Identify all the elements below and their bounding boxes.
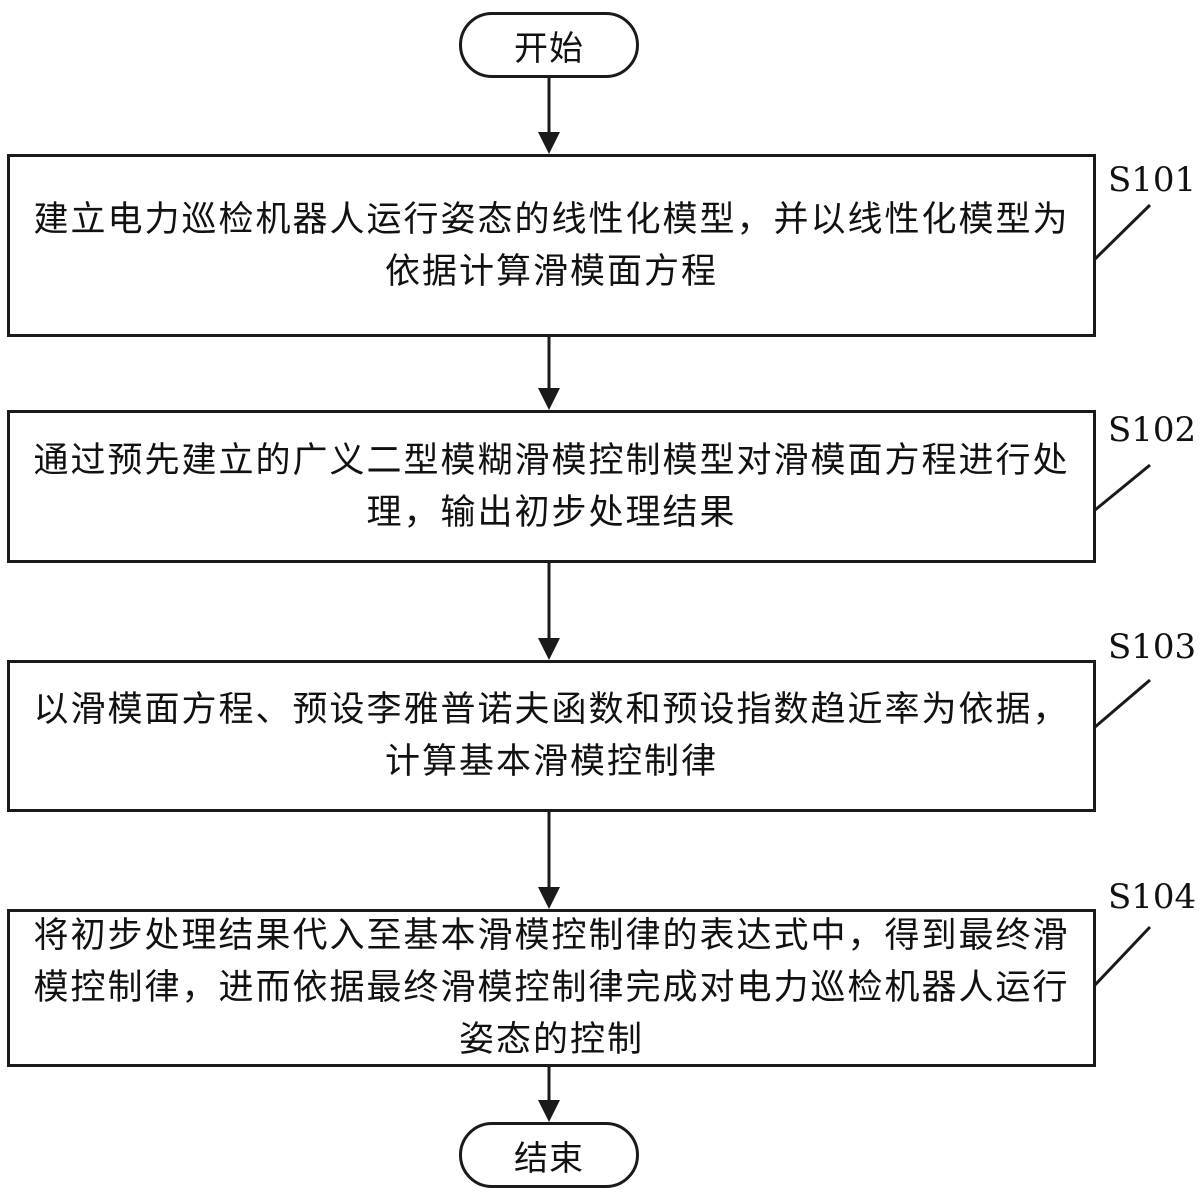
leader-line-s101 (1093, 203, 1152, 261)
leader-line-s102 (1094, 463, 1151, 512)
arrow-s102-to-s103 (538, 563, 560, 660)
start-terminal: 开始 (459, 12, 639, 78)
arrow-s103-to-s104 (538, 812, 560, 909)
step-s102-label: S102 (1108, 410, 1197, 450)
step-s102-box: 通过预先建立的广义二型模糊滑模控制模型对滑模面方程进行处理，输出初步处理结果 (7, 410, 1096, 563)
step-s101-text: 建立电力巡检机器人运行姿态的线性化模型，并以线性化模型为依据计算滑模面方程 (33, 199, 1070, 292)
step-s103-label: S103 (1108, 627, 1197, 667)
leader-line-s103 (1094, 678, 1151, 729)
arrow-s104-to-end (538, 1067, 560, 1122)
step-s103-box: 以滑模面方程、预设李雅普诺夫函数和预设指数趋近率为依据，计算基本滑模控制律 (7, 660, 1096, 812)
step-s103-text: 以滑模面方程、预设李雅普诺夫函数和预设指数趋近率为依据，计算基本滑模控制律 (33, 690, 1070, 782)
end-label: 结束 (514, 1138, 584, 1179)
step-s101-label: S101 (1108, 160, 1197, 200)
arrow-s101-to-s102 (538, 337, 560, 410)
leader-line-s104 (1093, 925, 1152, 987)
step-s102-text: 通过预先建立的广义二型模糊滑模控制模型对滑模面方程进行处理，输出初步处理结果 (33, 440, 1070, 533)
step-s101-box: 建立电力巡检机器人运行姿态的线性化模型，并以线性化模型为依据计算滑模面方程 (7, 154, 1096, 337)
step-s104-box: 将初步处理结果代入至基本滑模控制律的表达式中，得到最终滑模控制律，进而依据最终滑… (7, 909, 1096, 1067)
arrow-start-to-s101 (538, 78, 560, 154)
start-label: 开始 (514, 28, 584, 69)
step-s104-label: S104 (1108, 877, 1197, 917)
end-terminal: 结束 (459, 1122, 639, 1188)
step-s104-text: 将初步处理结果代入至基本滑模控制律的表达式中，得到最终滑模控制律，进而依据最终滑… (33, 916, 1070, 1060)
